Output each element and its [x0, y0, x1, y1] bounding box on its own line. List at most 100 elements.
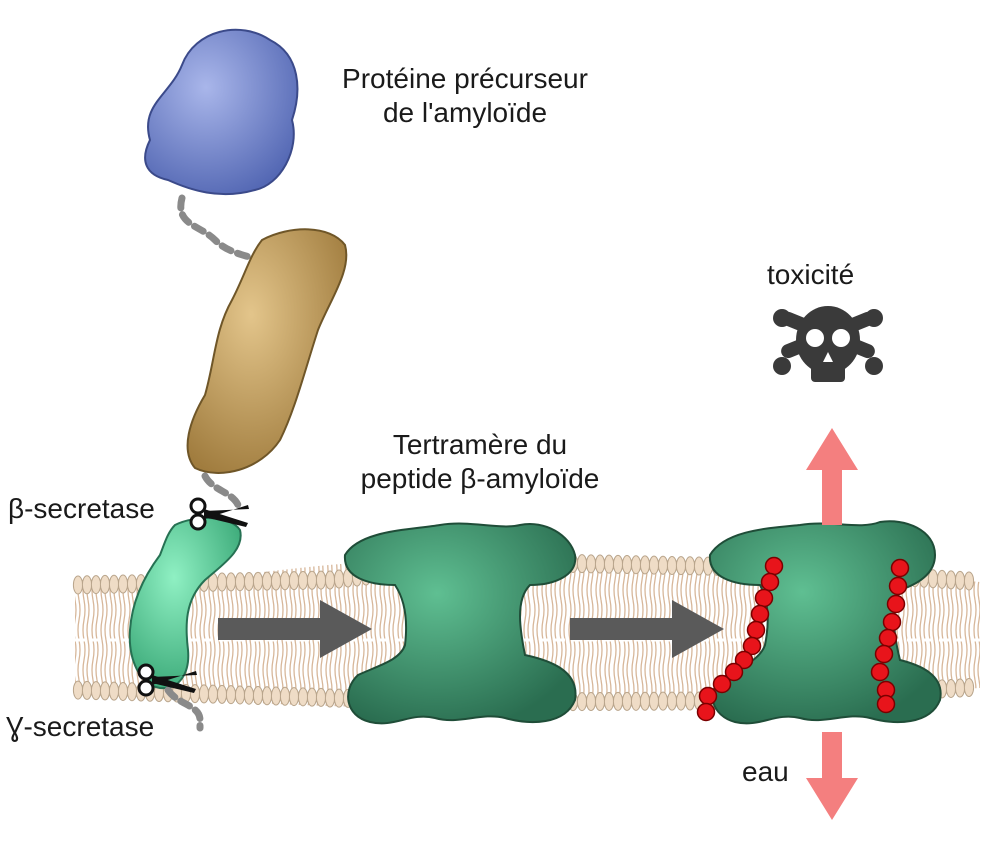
lipid-head	[109, 682, 118, 700]
lipid-head	[631, 556, 640, 574]
lipid-head	[694, 557, 703, 575]
lipid-head	[595, 555, 604, 573]
lipid-head	[298, 688, 307, 706]
lipid-head	[199, 685, 208, 703]
pore-bead	[890, 578, 907, 595]
lipid-head	[118, 575, 127, 593]
lipid-head	[964, 572, 973, 590]
lipid-head	[676, 692, 685, 710]
lipid-head	[253, 686, 262, 704]
lipid-head	[334, 689, 343, 707]
pore-bead	[748, 622, 765, 639]
lipid-head	[316, 571, 325, 589]
pore-bead	[756, 590, 773, 607]
lipid-head	[100, 682, 109, 700]
lipid-head	[649, 556, 658, 574]
pore-bead	[892, 560, 909, 577]
lipid-head	[649, 692, 658, 710]
pore-bead	[714, 676, 731, 693]
lipid-head	[271, 687, 280, 705]
lipid-head	[226, 573, 235, 591]
lipid-head	[325, 571, 334, 589]
lipid-head	[613, 692, 622, 710]
pore-bead	[698, 704, 715, 721]
lipid-head	[82, 576, 91, 594]
lipid-head	[685, 557, 694, 575]
tetramer-line2: peptide β-amyloïde	[330, 462, 630, 496]
lipid-head	[685, 692, 694, 710]
lipid-head	[316, 688, 325, 706]
beta-secretase-label: β-secretase	[8, 492, 155, 526]
pore-bead	[888, 596, 905, 613]
app-title-line1: Protéine précurseur	[300, 62, 630, 96]
app-middle-domain	[188, 229, 347, 473]
lipid-head	[73, 681, 82, 699]
lipid-head	[946, 571, 955, 589]
lipid-head	[91, 576, 100, 594]
lipid-head	[298, 571, 307, 589]
lipid-head	[244, 686, 253, 704]
lipid-head	[127, 683, 136, 701]
lipid-head	[577, 555, 586, 573]
pore-bead	[752, 606, 769, 623]
pore-bead	[700, 688, 717, 705]
lipid-head	[127, 575, 136, 593]
lipid-head	[307, 688, 316, 706]
lipid-head	[325, 689, 334, 707]
lipid-head	[307, 571, 316, 589]
lipid-head	[262, 572, 271, 590]
pore-bead	[884, 614, 901, 631]
lipid-head	[289, 572, 298, 590]
lipid-head	[658, 692, 667, 710]
lipid-head	[253, 572, 262, 590]
lipid-head	[586, 555, 595, 573]
lipid-head	[109, 575, 118, 593]
lipid-head	[955, 571, 964, 589]
lipid-head	[586, 693, 595, 711]
water-label: eau	[742, 755, 789, 789]
lipid-head	[658, 556, 667, 574]
lipid-head	[622, 692, 631, 710]
lipid-head	[208, 685, 217, 703]
lipid-head	[262, 687, 271, 705]
lipid-head	[280, 687, 289, 705]
lipid-head	[964, 679, 973, 697]
lipid-head	[577, 693, 586, 711]
lipid-head	[217, 685, 226, 703]
lipid-head	[334, 570, 343, 588]
lipid-head	[118, 682, 127, 700]
lipid-head	[667, 692, 676, 710]
pore-bead	[872, 664, 889, 681]
app-head-domain	[145, 30, 297, 194]
lipid-head	[604, 555, 613, 573]
lipid-head	[235, 686, 244, 704]
lipid-head	[937, 570, 946, 588]
lipid-head	[640, 692, 649, 710]
lipid-head	[244, 573, 253, 591]
lipid-head	[622, 556, 631, 574]
lipid-head	[82, 681, 91, 699]
lipid-head	[226, 686, 235, 704]
lipid-head	[667, 556, 676, 574]
lipid-head	[100, 575, 109, 593]
lipid-head	[631, 692, 640, 710]
lipid-head	[91, 682, 100, 700]
lipid-head	[289, 688, 298, 706]
lipid-head	[217, 573, 226, 591]
lipid-head	[604, 692, 613, 710]
lipid-head	[595, 693, 604, 711]
lipid-head	[955, 679, 964, 697]
lipid-head	[676, 557, 685, 575]
app-title-line2: de l'amyloïde	[300, 96, 630, 130]
lipid-head	[235, 573, 244, 591]
skull-crossbones-icon	[773, 306, 883, 382]
lipid-head	[613, 555, 622, 573]
lipid-head	[73, 576, 82, 594]
pore-bead	[766, 558, 783, 575]
lipid-head	[280, 572, 289, 590]
tetramer-line1: Tertramère du	[330, 428, 630, 462]
toxicity-label: toxicité	[767, 258, 854, 292]
tetramer-label: Tertramère du peptide β-amyloïde	[330, 428, 630, 496]
gamma-secretase-label: Ɣ-secretase	[6, 710, 154, 744]
